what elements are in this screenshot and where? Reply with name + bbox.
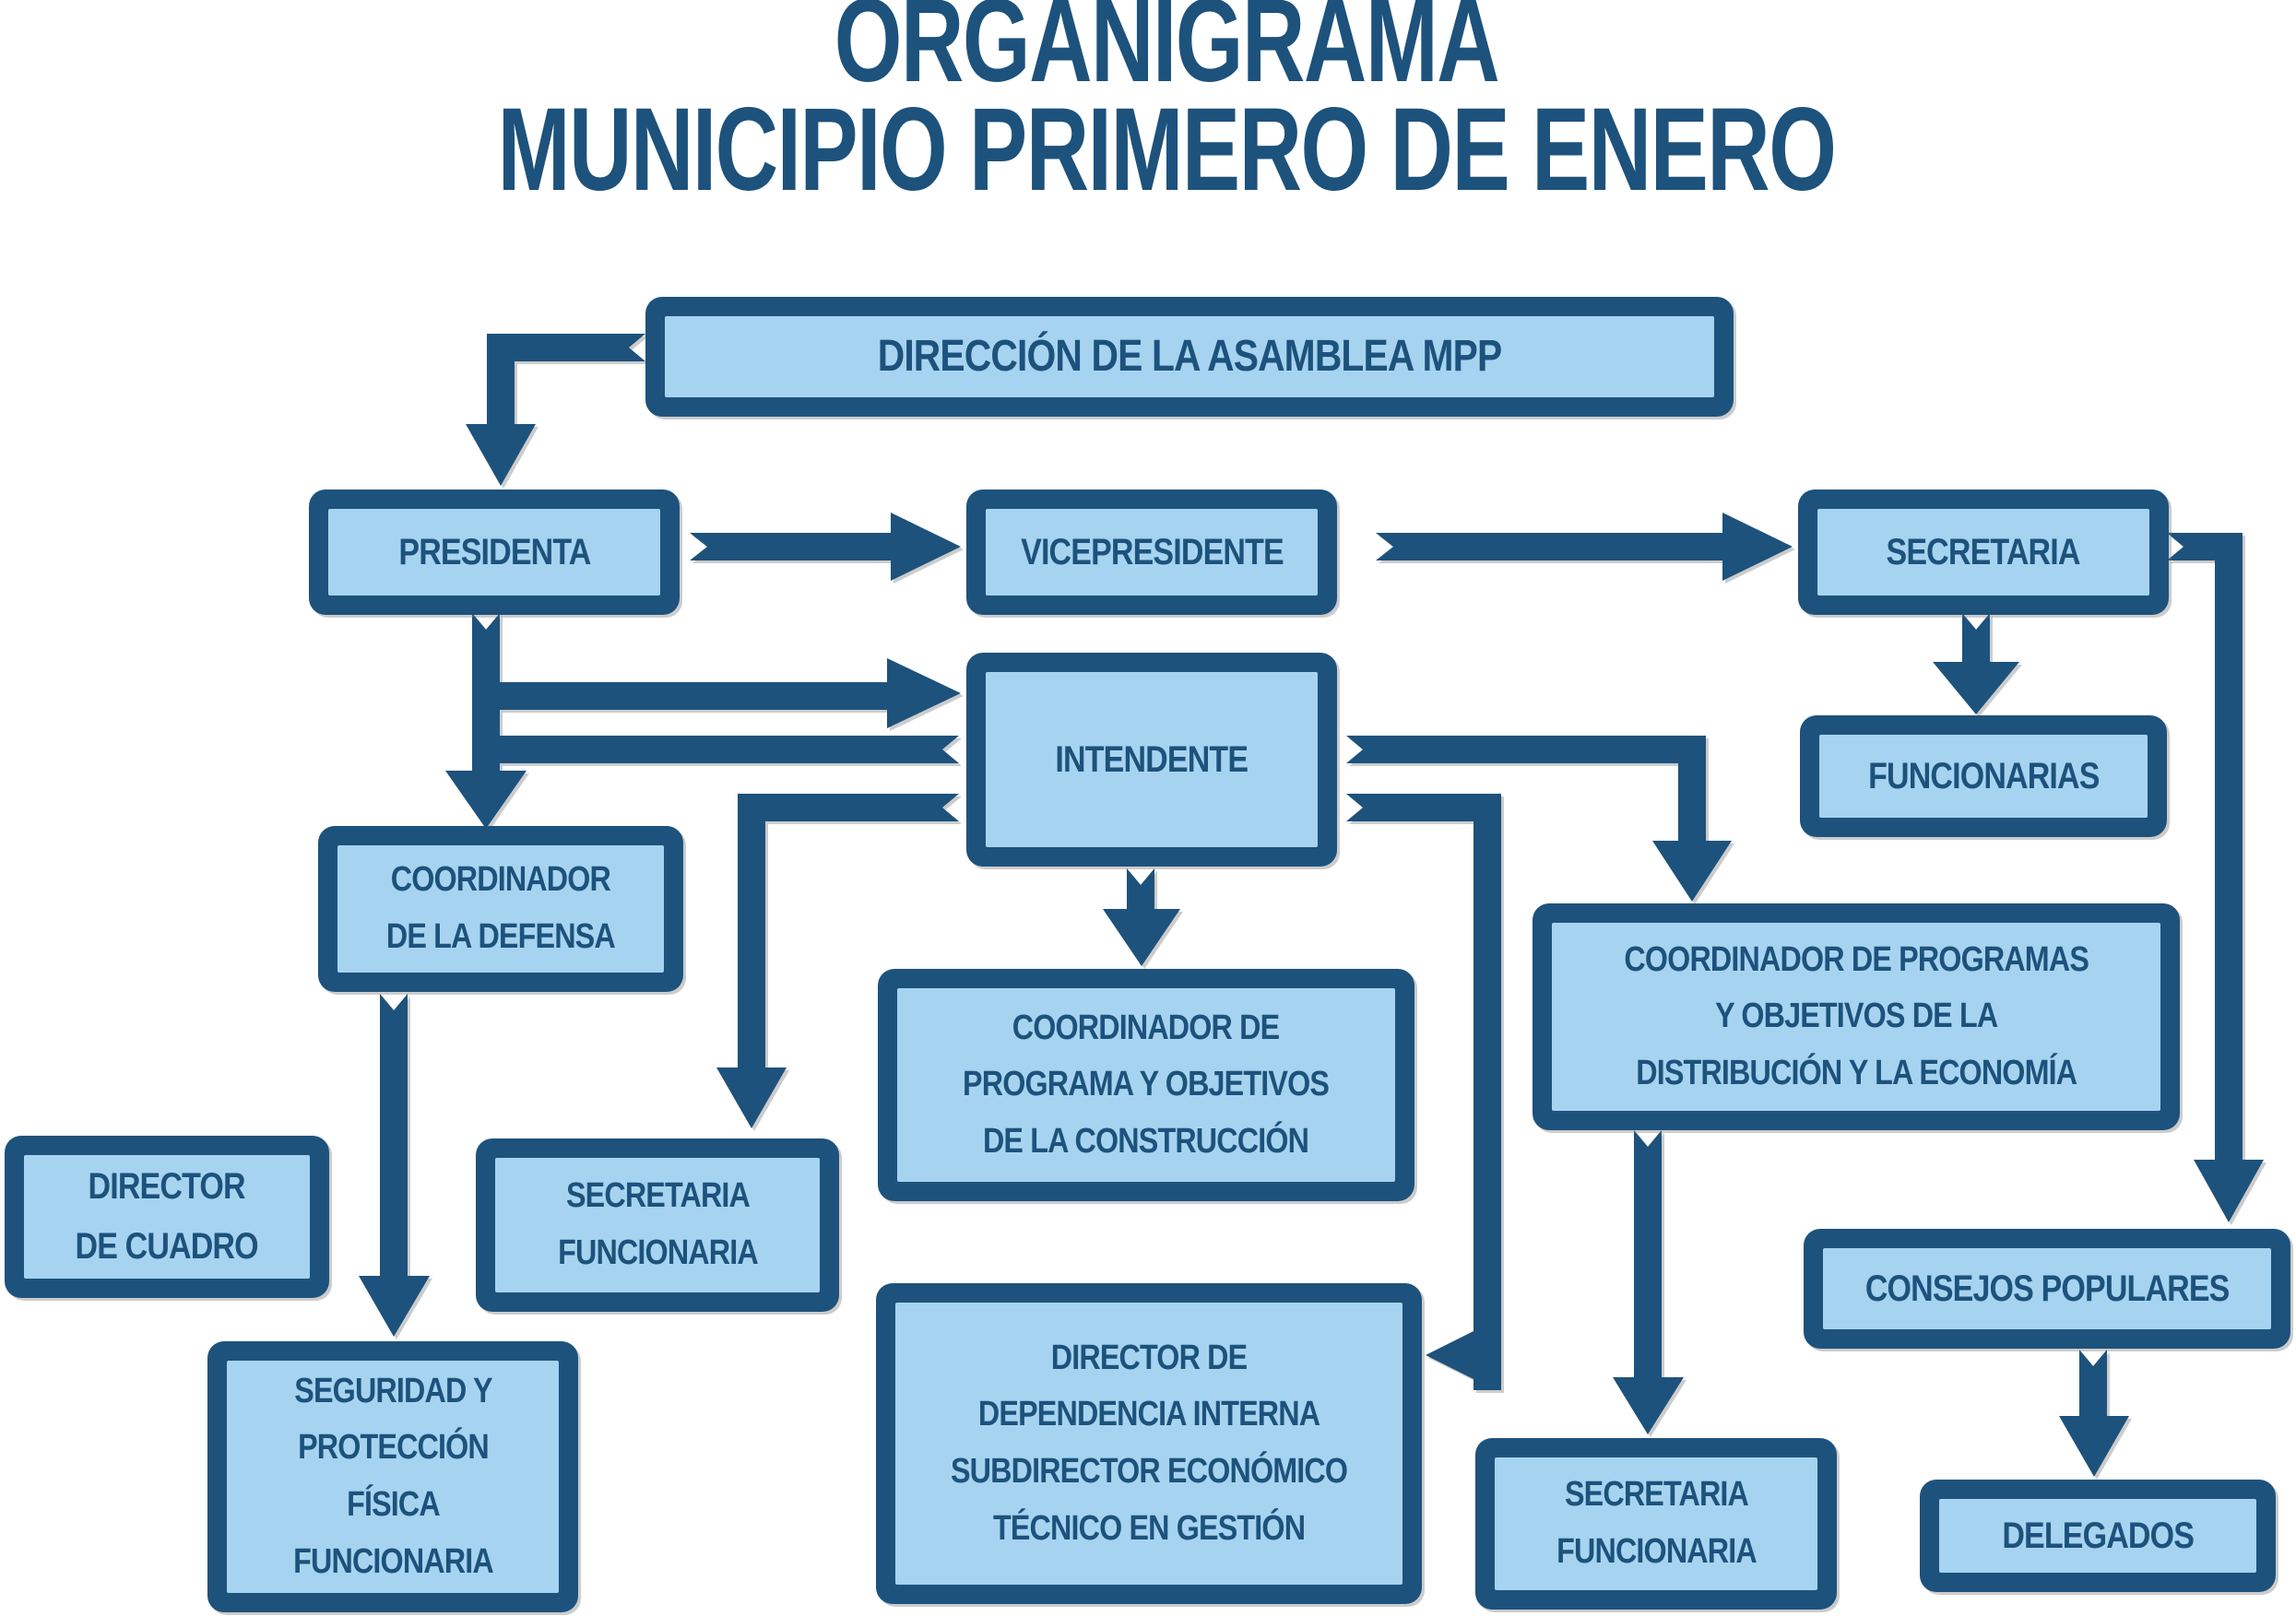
- node-label: SEGURIDAD Y PROTECCIÓN FÍSICA FUNCIONARI…: [292, 1371, 494, 1581]
- arrow-vicepresidente-to-secretaria: [1376, 513, 1793, 581]
- arrow-intendente-to-coordinador-defensa: [472, 736, 959, 763]
- node-coordinador-de-la-defensa: COORDINADOR DE LA DEFENSA: [318, 826, 683, 992]
- node-coordinador-construccion: COORDINADOR DE PROGRAMA Y OBJETIVOS DE L…: [878, 969, 1414, 1201]
- arrow-intendente-to-coordinador-construccion: [1103, 868, 1180, 966]
- node-secretaria: SECRETARIA: [1798, 490, 2169, 615]
- arrow-presidenta-to-coordinador-defensa: [445, 613, 527, 829]
- node-funcionarias: FUNCIONARIAS: [1800, 715, 2167, 837]
- node-label: DELEGADOS: [2002, 1515, 2195, 1556]
- node-label: VICEPRESIDENTE: [1020, 531, 1284, 572]
- node-director-de-cuadro: DIRECTOR DE CUADRO: [5, 1136, 329, 1298]
- arrow-intendente-to-secretaria-funcionaria: [716, 794, 959, 1128]
- arrow-intendente-to-director-dependencia: [1346, 794, 1501, 1390]
- node-label: COORDINADOR DE PROGRAMAS Y OBJETIVOS DE …: [1624, 939, 2089, 1092]
- node-vicepresidente: VICEPRESIDENTE: [966, 490, 1337, 615]
- arrow-secretaria-to-funcionarias: [1933, 613, 2019, 714]
- arrow-presidenta-to-intendente: [472, 658, 961, 728]
- node-label: PRESIDENTA: [397, 531, 591, 572]
- node-label: DIRECTOR DE DEPENDENCIA INTERNA SUBDIREC…: [950, 1338, 1348, 1548]
- node-direccion-asamblea-mpp: DIRECCIÓN DE LA ASAMBLEA MPP: [645, 297, 1734, 417]
- node-label: DIRECCIÓN DE LA ASAMBLEA MPP: [877, 332, 1502, 382]
- title-line-1: ORGANIGRAMA: [834, 0, 1500, 107]
- node-intendente: INTENDENTE: [966, 653, 1337, 867]
- node-seguridad-proteccion: SEGURIDAD Y PROTECCIÓN FÍSICA FUNCIONARI…: [207, 1341, 578, 1612]
- title-line-2: MUNICIPIO PRIMERO DE ENERO: [497, 84, 1837, 216]
- node-label: COORDINADOR DE PROGRAMA Y OBJETIVOS DE L…: [963, 1008, 1330, 1161]
- arrow-consejos-populares-to-delegados: [2059, 1350, 2129, 1477]
- node-delegados: DELEGADOS: [1920, 1480, 2276, 1592]
- node-coordinador-distribucion: COORDINADOR DE PROGRAMAS Y OBJETIVOS DE …: [1533, 903, 2180, 1130]
- node-director-dependencia-interna: DIRECTOR DE DEPENDENCIA INTERNA SUBDIREC…: [876, 1283, 1422, 1604]
- node-label: SECRETARIA FUNCIONARIA: [1556, 1475, 1758, 1571]
- node-secretaria-funcionaria-2: SECRETARIA FUNCIONARIA: [1475, 1438, 1837, 1610]
- arrow-secretaria-to-consejos-populares: [2167, 533, 2264, 1222]
- node-label: SECRETARIA: [1886, 531, 2081, 572]
- node-label: COORDINADOR DE LA DEFENSA: [386, 860, 616, 956]
- node-label: FUNCIONARIAS: [1867, 755, 2100, 796]
- node-presidenta: PRESIDENTA: [309, 490, 680, 615]
- node-label: CONSEJOS POPULARES: [1864, 1268, 2231, 1309]
- node-label: SECRETARIA FUNCIONARIA: [557, 1176, 759, 1272]
- arrow-coordinador-defensa-to-seguridad: [359, 994, 430, 1337]
- page-title: ORGANIGRAMA MUNICIPIO PRIMERO DE ENERO: [0, 0, 2296, 216]
- node-label: DIRECTOR DE CUADRO: [75, 1166, 259, 1267]
- arrow-intendente-to-coordinador-distribucion: [1346, 736, 1732, 902]
- node-label: INTENDENTE: [1055, 738, 1249, 780]
- node-secretaria-funcionaria: SECRETARIA FUNCIONARIA: [476, 1138, 839, 1312]
- arrow-coordinador-distribucion-to-secretaria-funcionaria-2: [1613, 1130, 1684, 1434]
- arrow-asamblea-to-presidenta: [466, 334, 645, 486]
- arrow-presidenta-to-vicepresidente: [690, 513, 961, 581]
- node-consejos-populares: CONSEJOS POPULARES: [1804, 1229, 2290, 1349]
